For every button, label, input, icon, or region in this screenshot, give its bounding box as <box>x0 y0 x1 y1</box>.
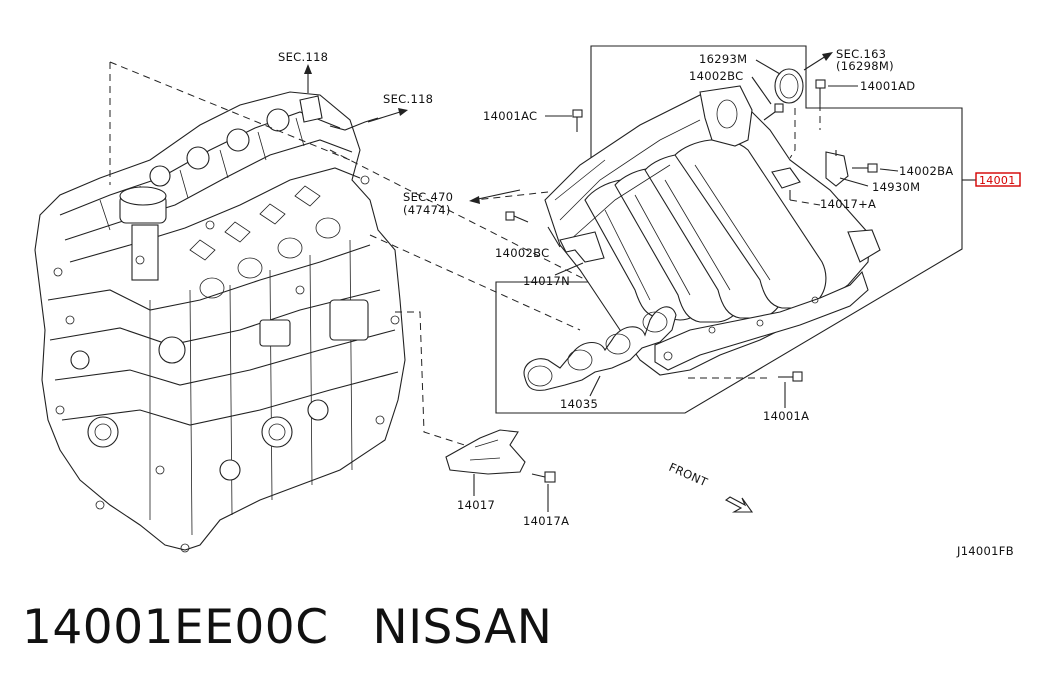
label-14017: 14017 <box>457 498 495 512</box>
bolt-14001AC <box>572 109 583 132</box>
label-14002BC-top: 14002BC <box>689 69 743 83</box>
label-14017A: 14017A <box>523 514 569 528</box>
label-14002BA: 14002BA <box>899 164 953 178</box>
bolt-14017A <box>531 471 556 483</box>
front-label: FRONT <box>667 460 711 490</box>
bolt-14002BA <box>852 163 878 173</box>
label-14001AD: 14001AD <box>860 79 915 93</box>
sec470-sub-label: (47474) <box>403 203 451 217</box>
engine-assembly-illustration <box>34 91 406 553</box>
label-14001A: 14001A <box>763 409 809 423</box>
part-number: 14001EE00C <box>22 600 329 655</box>
o-ring-16293M <box>774 68 804 104</box>
bolt-14001AD <box>815 79 826 104</box>
gasket-14035-illustration <box>523 306 677 391</box>
part-labels: 16293M 14002BC 14001AC 14001AD 14002BA 1… <box>457 52 953 528</box>
sec470-pointer: SEC.470 (47474) <box>403 189 521 217</box>
sec118-right-pointer: SEC.118 <box>367 92 433 123</box>
intake-manifold-group-frame <box>495 45 963 414</box>
intake-manifold-illustration <box>544 85 881 376</box>
label-leader-lines <box>473 59 976 512</box>
front-direction-indicator: FRONT <box>667 460 754 513</box>
sec118-top-pointer: SEC.118 <box>278 50 328 93</box>
label-14017N: 14017N <box>523 274 570 288</box>
bolt-14001A <box>778 371 803 382</box>
bolt-14002BC-top <box>763 103 784 121</box>
brand-name: NISSAN <box>372 600 553 655</box>
label-14035: 14035 <box>560 397 598 411</box>
bolt-14002BC-low <box>505 211 529 223</box>
label-14001AC: 14001AC <box>483 109 537 123</box>
sec163-pointer: SEC.163 (16298M) <box>803 47 894 73</box>
label-14930M: 14930M <box>872 180 920 194</box>
sec118-right-label: SEC.118 <box>383 92 433 106</box>
highlight-14001[interactable]: 14001 <box>975 172 1021 187</box>
highlight-14001-label: 14001 <box>979 174 1016 187</box>
sec470-label: SEC.470 <box>403 190 453 204</box>
part-title: 14001EE00C NISSAN <box>22 600 552 655</box>
label-14002BC-low: 14002BC <box>495 246 549 260</box>
sec163-sub-label: (16298M) <box>836 59 894 73</box>
diagram-code: J14001FB <box>956 544 1014 558</box>
reference-leader-lines <box>109 61 591 451</box>
label-14017A-plus: 14017+A <box>820 197 876 211</box>
parts-diagram: SEC.118 SEC.118 SEC.470 (47474) <box>34 45 1021 558</box>
sec118-top-label: SEC.118 <box>278 50 328 64</box>
sensor-14930M <box>825 150 849 187</box>
bracket-14017-illustration <box>445 429 526 475</box>
label-16293M: 16293M <box>699 52 747 66</box>
sec163-label: SEC.163 <box>836 47 886 61</box>
